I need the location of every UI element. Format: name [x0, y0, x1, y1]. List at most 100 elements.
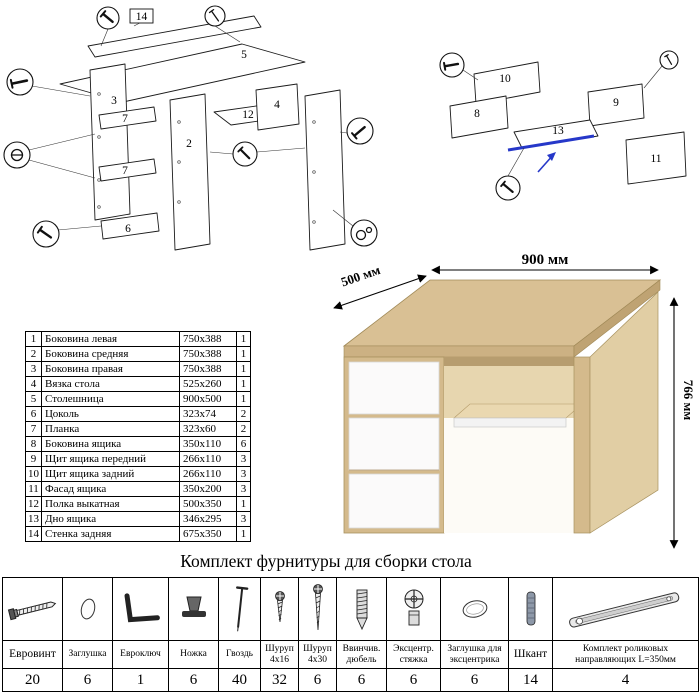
- hardware-qty: 6: [298, 668, 337, 692]
- dimension-lines: [333, 265, 679, 549]
- hardware-icon-cell: [508, 577, 553, 641]
- part-label-6: 6: [125, 223, 131, 235]
- wood-dowel-icon: [526, 591, 535, 626]
- part-labels: 10 8 9 13 11: [474, 73, 662, 165]
- part-qty: 2: [236, 421, 251, 437]
- hardware-name: Эксцентр. стяжка: [386, 640, 441, 669]
- screw-long-icon: [312, 584, 323, 631]
- screw-icon: [36, 225, 53, 239]
- hardware-icon-cell: [386, 577, 441, 641]
- euro-screw-icon: [7, 601, 56, 621]
- hardware-kit-title: Комплект фурнитуры для сборки стола: [180, 551, 472, 571]
- panel-tie: [255, 83, 300, 131]
- screw-icon: [237, 146, 251, 160]
- euro-screw-icon: [9, 78, 29, 89]
- part-name: Щит ящика передний: [41, 451, 180, 467]
- callout-glyphs: [443, 54, 673, 193]
- foot-icon: [181, 596, 206, 617]
- part-qty: 2: [236, 406, 251, 422]
- screw-icon: [99, 10, 114, 24]
- screw-short-icon: [274, 591, 285, 623]
- part-name: Планка: [41, 421, 180, 437]
- panel-side-left: [89, 63, 131, 221]
- part-qty: 3: [236, 481, 251, 497]
- leader-lines: [28, 15, 354, 231]
- drawer-slide-icon: [568, 592, 679, 628]
- panel-plank-2: [98, 158, 157, 182]
- part-size: 525x260: [179, 376, 237, 392]
- part-size: 266x110: [179, 451, 237, 467]
- panel-plinth: [100, 212, 160, 240]
- screw-icon: [351, 125, 366, 140]
- part-number: 4: [25, 376, 42, 392]
- hardware-icon-cell: [336, 577, 387, 641]
- part-label-5: 5: [241, 49, 247, 61]
- part-label-2: 2: [186, 138, 192, 150]
- knee-space-shadow: [444, 357, 574, 366]
- part-number: 10: [25, 466, 42, 482]
- part-label-13: 13: [552, 125, 564, 137]
- part-label-12: 12: [242, 109, 254, 121]
- hardware-name: Ввинчив. дюбель: [336, 640, 387, 669]
- hardware-qty: 6: [168, 668, 219, 692]
- part-size: 750x388: [179, 331, 237, 347]
- part-qty: 1: [236, 391, 251, 407]
- part-number: 14: [25, 526, 42, 542]
- hex-key-icon: [124, 593, 160, 623]
- part-number: 3: [25, 361, 42, 377]
- drill-holes: [97, 92, 316, 224]
- part-label-3: 3: [111, 95, 117, 107]
- part-size: 900x500: [179, 391, 237, 407]
- part-label-9: 9: [613, 97, 619, 109]
- hardware-name: Евроключ: [112, 640, 169, 669]
- part-label-10: 10: [499, 73, 511, 85]
- keyboard-tray-front: [453, 417, 567, 428]
- part-qty: 3: [236, 511, 251, 527]
- hardware-icons-row: [2, 577, 699, 641]
- hardware-qty-row: 20 6 1 6 40 32 6 6 6 6 14 4: [2, 668, 699, 692]
- part-qty: 1: [236, 376, 251, 392]
- nail-icon: [235, 586, 248, 632]
- label-box-14: [129, 8, 154, 24]
- part-size: 750x388: [179, 346, 237, 362]
- part-size: 346x295: [179, 511, 237, 527]
- part-number: 13: [25, 511, 42, 527]
- hardware-qty: 40: [218, 668, 261, 692]
- part-label-11: 11: [650, 153, 661, 165]
- hardware-qty: 20: [2, 668, 63, 692]
- height-dimension-label: 766 мм: [681, 380, 696, 421]
- part-label-8: 8: [474, 108, 480, 120]
- part-qty: 6: [236, 436, 251, 452]
- roller-icon: [355, 226, 373, 241]
- part-name: Стенка задняя: [41, 526, 180, 542]
- hardware-name: Заглушка: [62, 640, 113, 669]
- right-panel-front-edge: [573, 356, 591, 534]
- exploded-diagram-left: 14 5 3 7 7 6 2 12 4: [3, 5, 378, 251]
- part-size: 350x110: [179, 436, 237, 452]
- hardware-qty: 6: [62, 668, 113, 692]
- hardware-qty: 14: [508, 668, 553, 692]
- part-name: Боковина левая: [41, 331, 180, 347]
- nail-icon: [664, 54, 673, 65]
- part-name: Дно ящика: [41, 511, 180, 527]
- part-qty: 1: [236, 496, 251, 512]
- hardware-icon-cell: [168, 577, 219, 641]
- hardware-kit-table: Евровинт Заглушка Евроключ Ножка Гвоздь …: [2, 577, 699, 692]
- depth-dimension-label: 500 мм: [339, 262, 382, 289]
- part-size: 323x74: [179, 406, 237, 422]
- part-name: Полка выкатная: [41, 496, 180, 512]
- part-name: Боковина средняя: [41, 346, 180, 362]
- part-number: 8: [25, 436, 42, 452]
- part-qty: 3: [236, 451, 251, 467]
- hardware-name: Евровинт: [2, 640, 63, 669]
